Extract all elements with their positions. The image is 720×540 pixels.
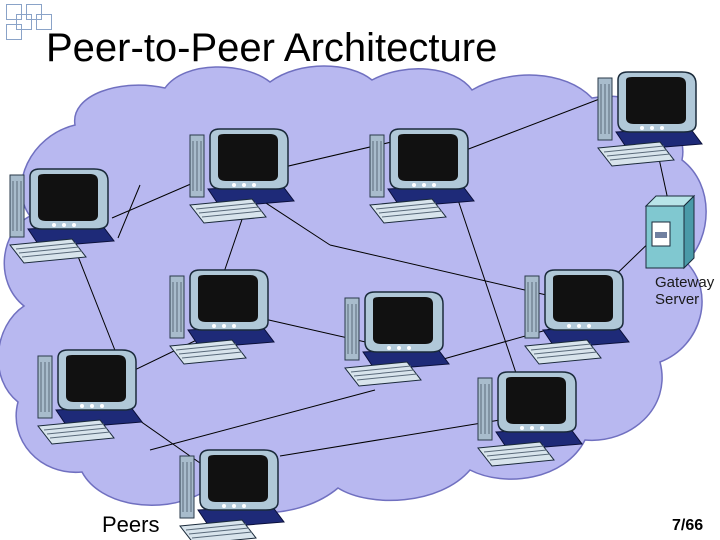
deco-square — [6, 24, 22, 40]
gateway-label-line2: Server — [655, 291, 700, 308]
deco-square — [26, 4, 42, 20]
link — [117, 184, 141, 239]
slide-title: Peer-to-Peer Architecture — [46, 26, 498, 70]
link — [111, 179, 201, 219]
page-number: 7/66 — [672, 517, 704, 534]
deco-square — [36, 14, 52, 30]
gateway-server-label: Gateway Server — [655, 274, 714, 308]
link — [279, 419, 501, 457]
gateway-server-icon — [644, 194, 696, 270]
deco-square — [16, 14, 32, 30]
deco-square — [6, 4, 22, 20]
link — [149, 389, 376, 451]
link — [444, 94, 611, 159]
gateway-label-line1: Gateway — [655, 274, 715, 291]
link — [449, 175, 521, 386]
peers-label: Peers — [102, 512, 160, 537]
